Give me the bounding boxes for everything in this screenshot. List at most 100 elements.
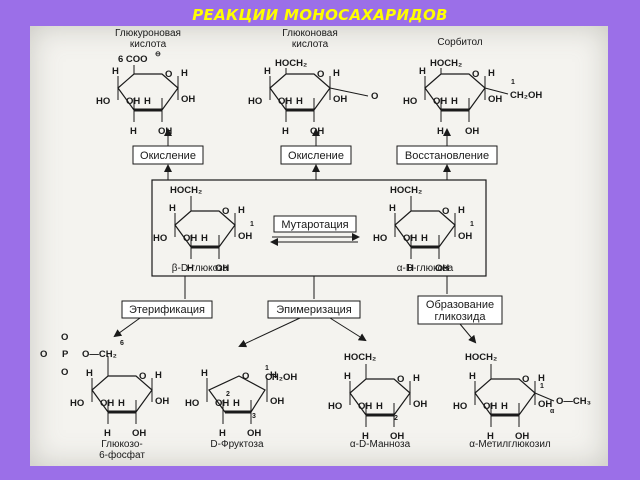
hoch2-mannose: HOCH₂ <box>344 352 376 363</box>
glucuronic-h4: H <box>181 68 188 79</box>
sorbitol-h1: H <box>419 66 426 77</box>
gluconic-ho: HO <box>248 96 262 107</box>
beta-glucose-oh2: OH <box>215 263 229 274</box>
arrow-glycoside <box>459 323 477 344</box>
central-frame <box>151 179 487 277</box>
hoch2-gluconic: HOCH₂ <box>275 58 307 69</box>
hoch2-beta: HOCH₂ <box>170 185 202 196</box>
methylglucoside-c1-bond <box>534 392 555 402</box>
g6p-c6: 6 <box>120 340 124 347</box>
fructose-c3: 3 <box>252 413 256 420</box>
alpha-glucose-ho: HO <box>373 233 387 244</box>
mannose-h4: H <box>413 373 420 384</box>
sorbitol-ho: HO <box>403 96 417 107</box>
sorbitol-oh3: OH <box>488 94 502 105</box>
phosphate-p: P <box>62 349 69 360</box>
arrow-epimerization-1 <box>238 317 301 348</box>
gluconic-oh2: OH <box>310 126 324 137</box>
hoch2-alpha: HOCH₂ <box>390 185 422 196</box>
mannose-oh1: OH <box>358 401 372 412</box>
mannose-ho: HO <box>328 401 342 412</box>
mannose-ring-o: O <box>397 374 404 385</box>
methylglucoside-h3: H <box>487 431 494 442</box>
beta-glucose-label: β-D-глюкоза <box>172 263 229 274</box>
gluconic-oh1: OH <box>278 96 292 107</box>
alpha-glucose-h1: H <box>389 203 396 214</box>
beta-c1-num: 1 <box>250 221 254 228</box>
glucuronic-oh2: OH <box>158 126 172 137</box>
reduction-label: Восстановление <box>405 150 489 162</box>
alpha-glucose-ring-o: O <box>442 206 449 217</box>
phosphate-o-top: O <box>61 332 68 343</box>
alpha-glucose-h4: H <box>458 205 465 216</box>
glycoside-label-1: Образование <box>426 299 494 311</box>
glucuronic-oh1: OH <box>126 96 140 107</box>
methylglucoside-h4: H <box>538 373 545 384</box>
gluconic-ring-o: O <box>317 69 324 80</box>
glucuronic-h2: H <box>144 96 151 107</box>
minus-charge: ⊖ <box>155 51 161 58</box>
fructose-oh3: OH <box>270 396 284 407</box>
gluconic-h4: H <box>333 68 340 79</box>
hoch2-sorbitol: HOCH₂ <box>430 58 462 69</box>
sorbitol-oh2: OH <box>465 126 479 137</box>
phosphate-ester: O—CH₂ <box>82 349 117 360</box>
sorbitol-c1-bond <box>484 87 509 95</box>
mutarotation-box <box>273 215 357 233</box>
methylglucoside-oh1: OH <box>483 401 497 412</box>
fructose-h4: H <box>270 370 277 381</box>
mannose-oh3: OH <box>413 399 427 410</box>
sorbitol-oh1: OH <box>433 96 447 107</box>
methylglucoside-ring-o: O <box>522 374 529 385</box>
g6p-oh1: OH <box>100 398 114 409</box>
glucuronic-ring-o: O <box>165 69 172 80</box>
beta-glucose-h4: H <box>238 205 245 216</box>
oxidation-label-1: Окисление <box>140 150 196 162</box>
alpha-glucose-oh1: OH <box>403 233 417 244</box>
sorbitol-label: Сорбитол <box>437 36 482 48</box>
gluconic-h2: H <box>296 96 303 107</box>
gluconic-carbonyl-bond <box>329 87 369 97</box>
fructose-c1: 1 <box>265 365 269 372</box>
esterification-label: Этерификация <box>129 304 205 316</box>
phosphate-o-bottom: O <box>61 367 68 378</box>
mannose-c2: 2 <box>394 415 398 422</box>
sorbitol-h3: H <box>437 126 444 137</box>
g6p-ring-o: O <box>139 371 146 382</box>
esterification-box <box>121 300 213 319</box>
mannose-label: α-D-Манноза <box>350 439 411 450</box>
beta-glucose-ring-o: O <box>222 206 229 217</box>
lactone-o: O <box>371 91 378 102</box>
phosphate-o: O <box>40 349 47 360</box>
mannose-h2: H <box>376 401 383 412</box>
fructose-ring <box>208 375 266 413</box>
methylglucoside-ho: HO <box>453 401 467 412</box>
gluconic-label: Глюконовая <box>282 28 338 39</box>
alpha-glucose-h3: H <box>407 263 414 274</box>
glucuronic-h3: H <box>130 126 137 137</box>
mutarotation-label: Мутаротация <box>281 219 348 231</box>
slide-title: РЕАКЦИИ МОНОСАХАРИДОВ <box>192 6 448 24</box>
glucuronic-oh3: OH <box>181 94 195 105</box>
fructose-ch2oh: CH₂OH <box>265 372 297 383</box>
methylglucoside-h2: H <box>501 401 508 412</box>
hoch2-methyl: HOCH₂ <box>465 352 497 363</box>
glucuronic-h1: H <box>112 66 119 77</box>
g6p-ho: HO <box>70 398 84 409</box>
alpha-glucose-label: α-D-глюкоза <box>397 263 454 274</box>
g6p-h2: H <box>118 398 125 409</box>
fructose-c2: 2 <box>226 391 230 398</box>
sorbitol-ring-o: O <box>472 69 479 80</box>
mannose-oh2: OH <box>390 431 404 442</box>
mannose-h3: H <box>362 431 369 442</box>
methylglucoside-oh3: OH <box>538 399 552 410</box>
alpha-symbol: α <box>550 408 555 415</box>
sorbitol-h4: H <box>488 68 495 79</box>
alpha-c1-num: 1 <box>470 221 474 228</box>
g6p-oh2: OH <box>132 428 146 439</box>
ch2oh-sorbitol: CH₂OH <box>510 90 542 101</box>
fructose-ring-o: O <box>242 371 249 382</box>
gluconic-oh3: OH <box>333 94 347 105</box>
